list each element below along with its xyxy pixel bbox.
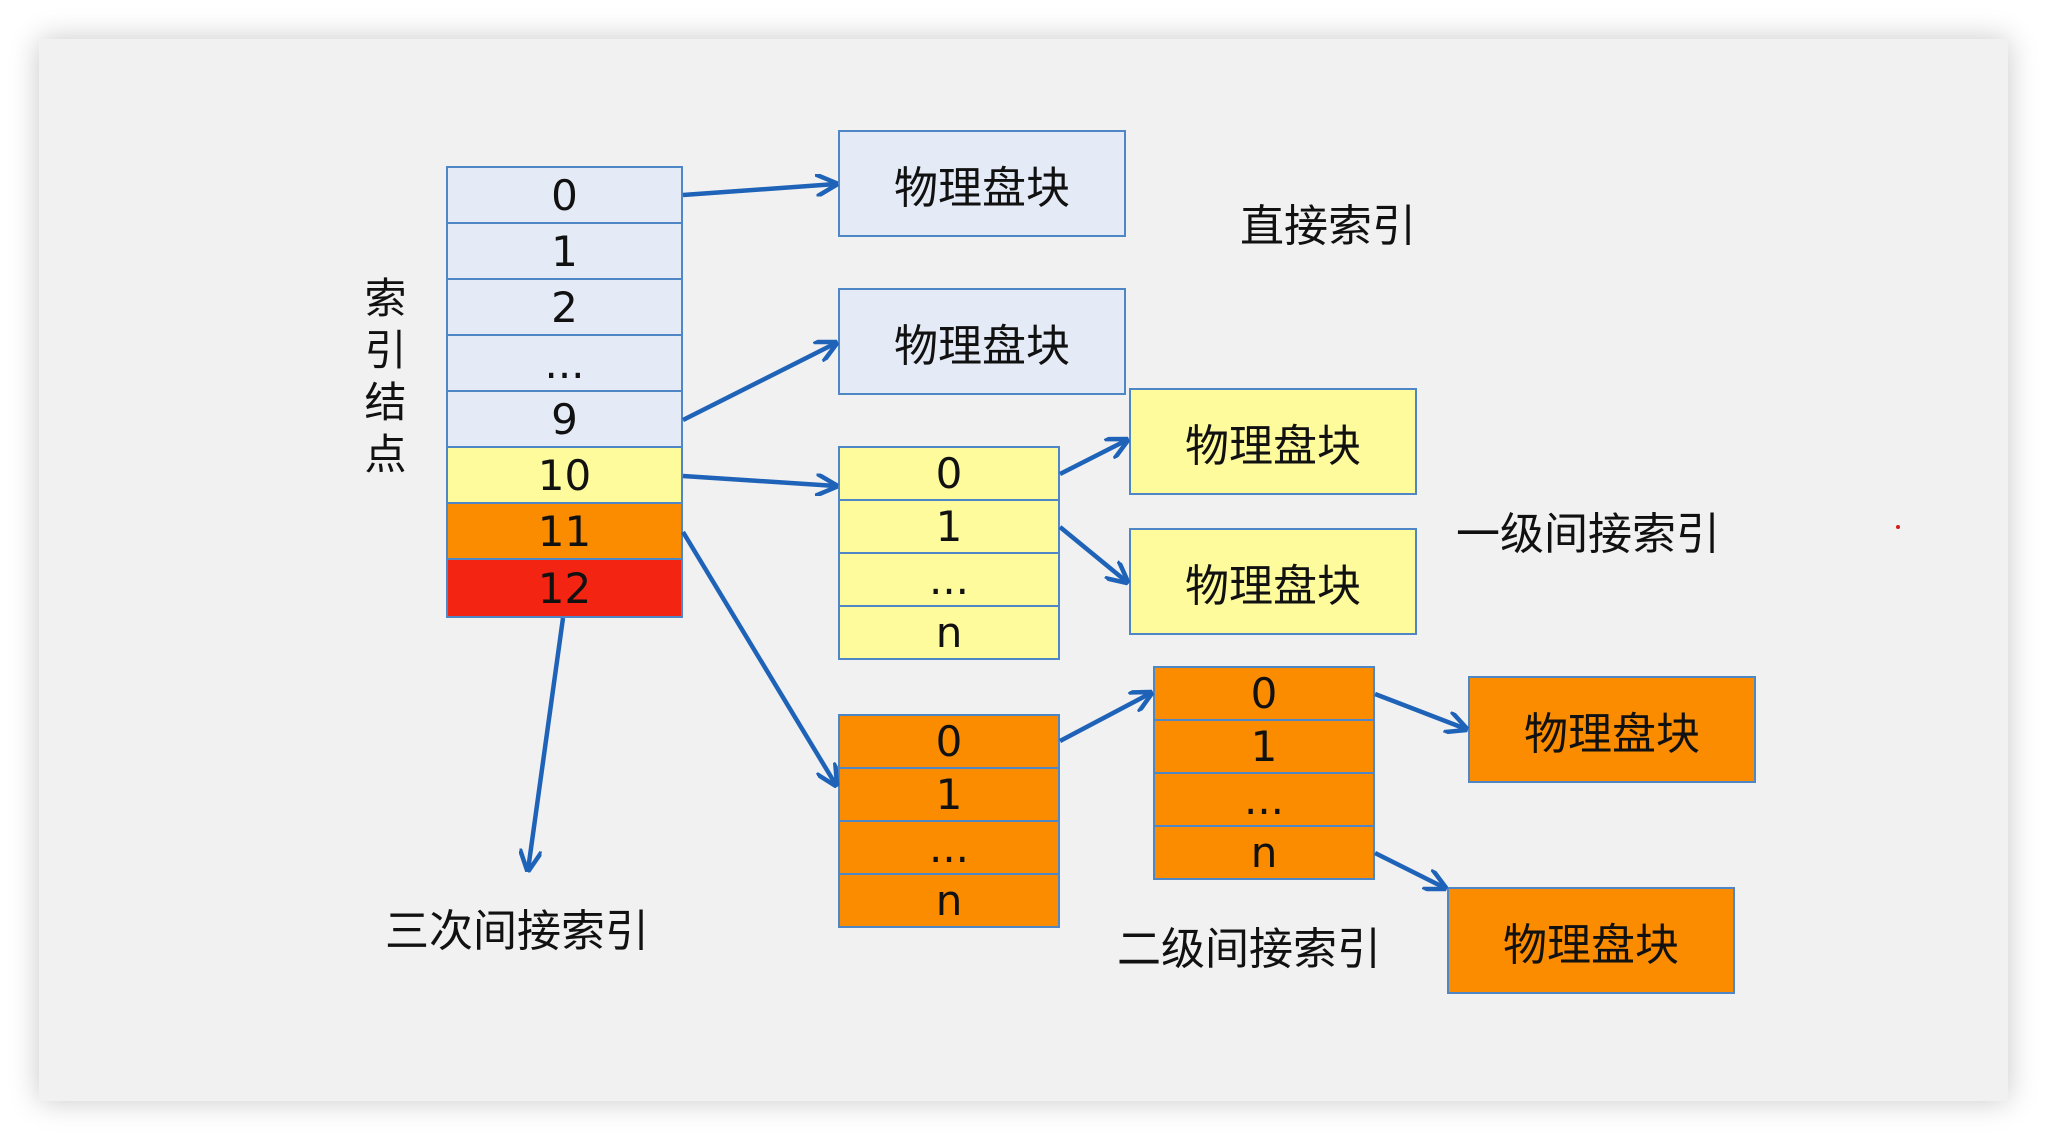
physical-block-direct-0: 物理盘块 [838,130,1126,237]
single-index-row-n: n [838,605,1060,660]
pointer-dot [1896,525,1900,529]
physical-block-double-0: 物理盘块 [1468,676,1756,783]
double-second-row-ellipsis: ... [1153,772,1375,827]
inode-row-11: 11 [446,502,683,560]
double-second-row-1: 1 [1153,719,1375,774]
single-index-row-1: 1 [838,499,1060,554]
double-first-row-0: 0 [838,714,1060,769]
physical-block-single-0: 物理盘块 [1129,388,1417,495]
double-second-row-0: 0 [1153,666,1375,721]
physical-block-direct-9: 物理盘块 [838,288,1126,395]
physical-block-double-n: 物理盘块 [1447,887,1735,994]
inode-row-9: 9 [446,390,683,448]
inode-label: 索引结点 [358,276,407,484]
label-single-indirect-index: 一级间接索引 [1456,509,1720,560]
inode-row-10: 10 [446,446,683,504]
inode-row-12: 12 [446,558,683,618]
physical-block-single-1: 物理盘块 [1129,528,1417,635]
inode-row-0: 0 [446,166,683,224]
label-double-indirect-index: 二级间接索引 [1117,924,1381,975]
label-triple-indirect-index: 三次间接索引 [385,906,649,957]
double-first-row-ellipsis: ... [838,820,1060,875]
double-first-row-1: 1 [838,767,1060,822]
inode-row-ellipsis: ... [446,334,683,392]
label-direct-index: 直接索引 [1240,201,1416,252]
double-second-row-n: n [1153,825,1375,880]
inode-row-1: 1 [446,222,683,280]
double-first-row-n: n [838,873,1060,928]
inode-row-2: 2 [446,278,683,336]
single-index-row-ellipsis: ... [838,552,1060,607]
single-index-row-0: 0 [838,446,1060,501]
